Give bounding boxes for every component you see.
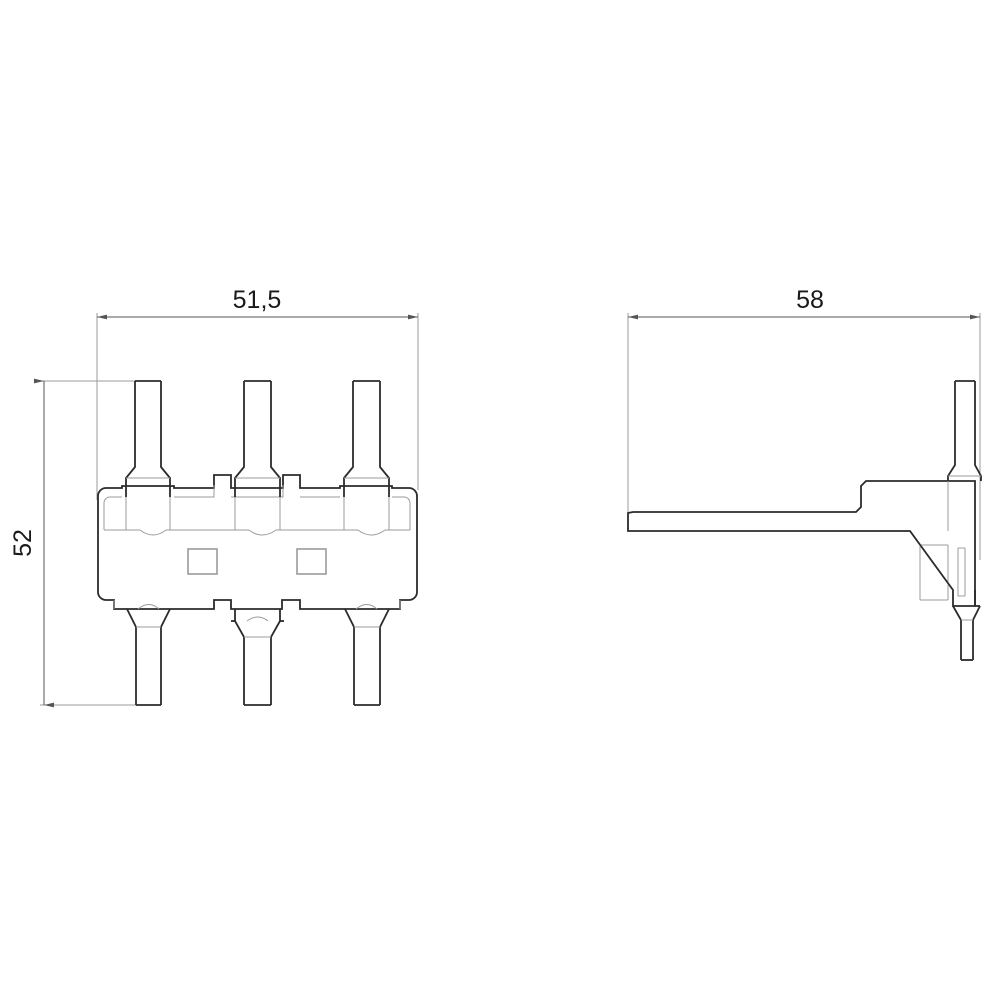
front-view: 51,5 52 (9, 286, 419, 708)
dimension-front-width-label: 51,5 (233, 286, 282, 314)
side-view: 58 (627, 286, 982, 661)
dimension-side-width: 58 (628, 286, 980, 320)
square-cutout-1 (187, 548, 218, 575)
front-top-pins (125, 380, 390, 530)
front-bottom-pin-1 (126, 604, 171, 706)
side-bottom-pin (952, 590, 981, 661)
front-top-pin-3 (343, 380, 390, 530)
side-gusset (909, 530, 954, 591)
front-bottom-pin-2 (231, 609, 284, 706)
side-top-pin (947, 380, 982, 481)
front-body-inner-edges (103, 485, 411, 609)
front-bottom-pins (126, 604, 390, 706)
dimension-front-width: 51,5 (97, 286, 418, 320)
dimension-front-height: 52 (9, 378, 54, 708)
side-body-outline (627, 480, 976, 607)
dimension-front-height-label: 52 (9, 529, 37, 557)
front-extension-lines (40, 313, 419, 706)
square-cutout-2 (296, 548, 327, 575)
side-inner-edges (919, 481, 966, 601)
front-bottom-pin-3 (344, 604, 390, 706)
front-body-outline (97, 474, 418, 610)
front-square-cutouts (187, 548, 327, 575)
dimension-side-width-label: 58 (796, 286, 824, 314)
front-top-pin-2 (234, 380, 281, 530)
side-extension-lines (627, 313, 981, 560)
front-top-pin-1 (125, 380, 171, 530)
